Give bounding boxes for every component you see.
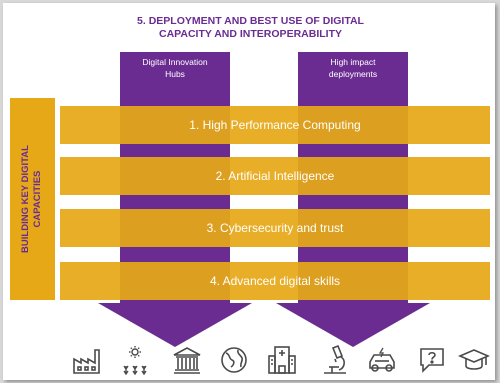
- factory-icon: [71, 344, 103, 376]
- side-label-line-1: BUILDING KEY DIGITAL: [20, 145, 31, 253]
- microscope-icon: [319, 344, 351, 376]
- building-capacities-band: [10, 98, 55, 300]
- title-line-2: CAPACITY AND INTEROPERABILITY: [159, 28, 342, 40]
- title-line-1: 5. DEPLOYMENT AND BEST USE OF DIGITAL: [137, 15, 364, 27]
- column-label-line-1: Digital Innovation: [142, 57, 208, 67]
- globe-icon: [218, 344, 250, 376]
- government-building-icon: [171, 344, 203, 376]
- column-label-line-2: deployments: [328, 69, 378, 79]
- farming-icon: [119, 344, 151, 376]
- column-label-line-1: High impact: [330, 57, 376, 67]
- band-artificial-intelligence: 2. Artificial Intelligence: [60, 157, 490, 195]
- band-cybersecurity-and-trust: 3. Cybersecurity and trust: [60, 209, 490, 247]
- car-icon: [366, 344, 398, 376]
- sector-icons-row: [3, 340, 495, 380]
- chat-question-icon: [416, 344, 448, 376]
- hospital-icon: [266, 344, 298, 376]
- graduation-cap-icon: [458, 344, 490, 376]
- high-impact-deployments-arrowhead: [276, 303, 430, 347]
- side-label-line-2: CAPACITIES: [32, 170, 43, 228]
- diagram-card: 5. DEPLOYMENT AND BEST USE OF DIGITAL CA…: [3, 3, 495, 380]
- building-capacities-label: BUILDING KEY DIGITAL CAPACITIES: [16, 99, 48, 299]
- diagram-title: 5. DEPLOYMENT AND BEST USE OF DIGITAL CA…: [83, 15, 418, 41]
- column-label-line-2: Hubs: [165, 69, 185, 79]
- high-impact-deployments-label: High impact deployments: [298, 56, 408, 80]
- digital-innovation-hubs-arrowhead: [98, 303, 252, 347]
- band-advanced-digital-skills: 4. Advanced digital skills: [60, 262, 490, 300]
- digital-innovation-hubs-label: Digital Innovation Hubs: [120, 56, 230, 80]
- band-high-performance-computing: 1. High Performance Computing: [60, 106, 490, 144]
